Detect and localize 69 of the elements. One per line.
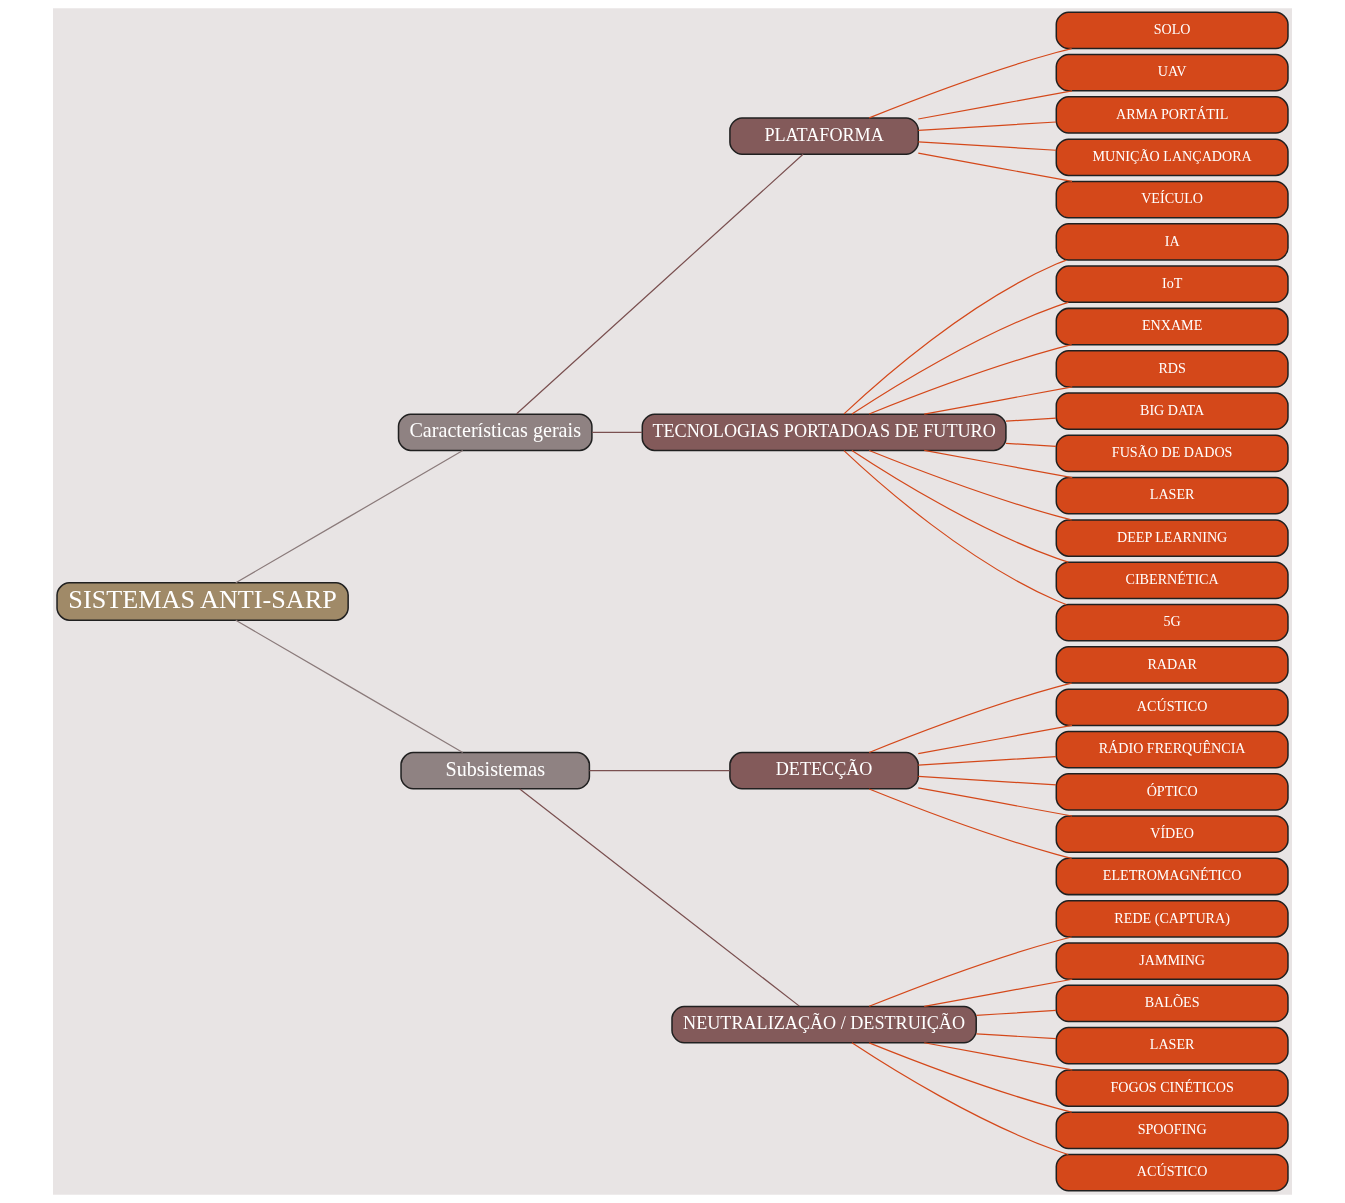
node-box: FUSÃO DE DADOS <box>1055 434 1289 473</box>
node-box: DEEP LEARNING <box>1055 519 1289 557</box>
connector <box>843 450 1067 606</box>
connector <box>975 1033 1057 1040</box>
connector <box>235 619 464 753</box>
connector <box>851 1042 1069 1156</box>
node-box: ENXAME <box>1055 307 1289 346</box>
connector <box>588 770 731 772</box>
connector <box>917 787 1073 817</box>
connector <box>516 153 804 415</box>
node-box: CIBERNÉTICA <box>1055 561 1289 600</box>
connector <box>591 431 643 433</box>
node-box: BALÕES <box>1055 984 1289 1023</box>
connector <box>917 756 1057 766</box>
node-box: NEUTRALIZAÇÃO / DESTRUIÇÃO <box>671 1005 977 1044</box>
node-box: UAV <box>1055 53 1289 92</box>
connector <box>917 90 1073 120</box>
node-box: LASER <box>1055 1026 1289 1065</box>
connector <box>519 788 800 1007</box>
node-box: MUNIÇÃO LANÇADORA <box>1055 138 1289 177</box>
node-box: Subsistemas <box>400 751 591 790</box>
node-box: REDE (CAPTURA) <box>1055 899 1289 938</box>
connector <box>1005 442 1057 447</box>
node-box: RADAR <box>1055 646 1289 684</box>
node-box: PLATAFORMA <box>729 117 920 155</box>
node-box: SISTEMAS ANTI-SARP <box>56 582 349 621</box>
connector <box>851 301 1069 415</box>
node-box: VÍDEO <box>1055 815 1289 854</box>
connector <box>843 259 1067 415</box>
node-box: ARMA PORTÁTIL <box>1055 96 1289 134</box>
node-box: TECNOLOGIAS PORTADOAS DE FUTURO <box>641 413 1007 452</box>
connector <box>868 47 1073 119</box>
node-box: 5G <box>1055 603 1289 642</box>
connector <box>868 936 1073 1007</box>
connector <box>235 450 464 584</box>
node-box: SPOOFING <box>1055 1111 1289 1150</box>
node-box: VEÍCULO <box>1055 180 1289 219</box>
connector <box>923 386 1073 415</box>
connector <box>868 344 1073 415</box>
connector <box>923 978 1073 1007</box>
node-box: IA <box>1055 223 1289 261</box>
connector <box>923 1042 1073 1071</box>
node-box: DETECÇÃO <box>729 751 920 790</box>
node-box: ELETROMAGNÉTICO <box>1055 857 1289 896</box>
node-box: ACÚSTICO <box>1055 688 1289 727</box>
node-box: FOGOS CINÉTICOS <box>1055 1069 1289 1107</box>
node-box: ACÚSTICO <box>1055 1153 1289 1192</box>
connector <box>868 1042 1073 1113</box>
connector <box>868 449 1073 521</box>
connector <box>917 141 1057 151</box>
node-box: JAMMING <box>1055 942 1289 980</box>
connector <box>868 682 1073 754</box>
connector <box>917 121 1057 132</box>
node-box: RDS <box>1055 349 1289 388</box>
connector <box>917 724 1073 755</box>
connector <box>851 449 1069 563</box>
node-box: IoT <box>1055 265 1289 304</box>
node-box: SOLO <box>1055 11 1289 50</box>
node-box: LASER <box>1055 476 1289 515</box>
node-box: ÓPTICO <box>1055 773 1289 811</box>
connector <box>917 152 1073 182</box>
connector <box>868 788 1073 859</box>
connector <box>923 449 1073 479</box>
node-box: BIG DATA <box>1055 392 1289 430</box>
node-box: Características gerais <box>397 413 593 452</box>
node-box: RÁDIO FRERQUÊNCIA <box>1055 730 1289 769</box>
connector <box>975 1009 1057 1016</box>
connector <box>917 775 1057 786</box>
connector <box>1005 417 1057 422</box>
